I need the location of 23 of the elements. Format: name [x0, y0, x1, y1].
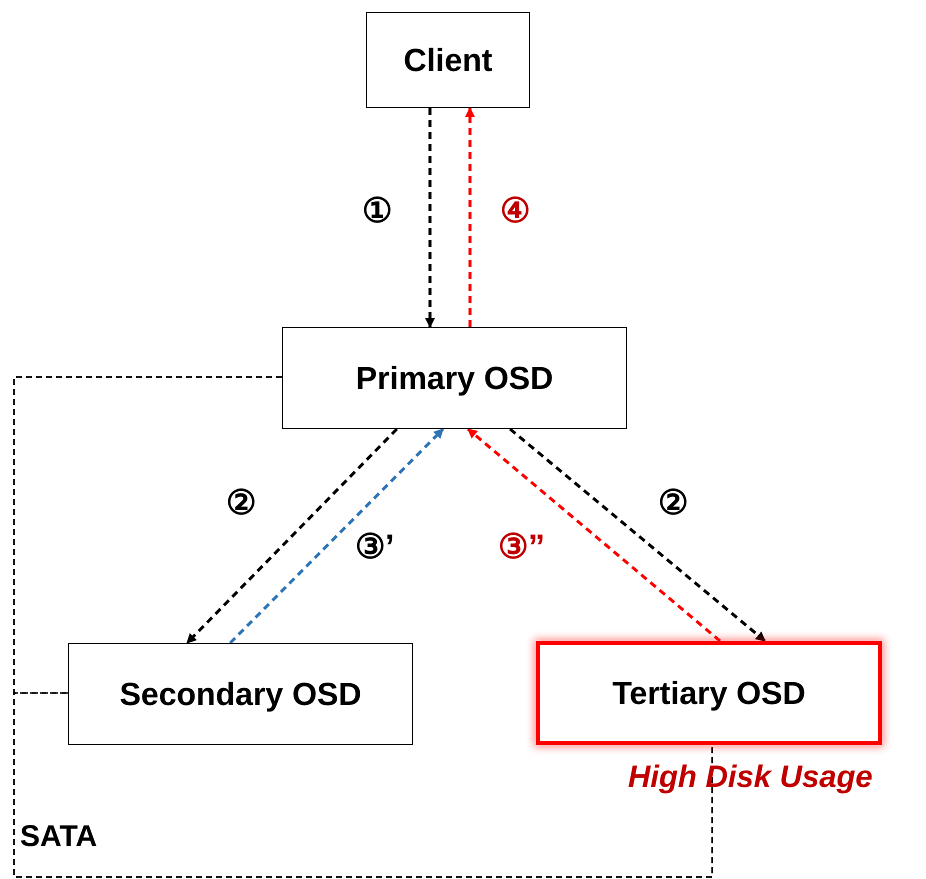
edge-label: ③” — [498, 530, 545, 564]
edge-label: ④ — [500, 194, 530, 228]
arrow — [464, 107, 475, 327]
connector-line — [13, 692, 713, 878]
edge-label: ③’ — [355, 530, 394, 564]
arrow — [186, 428, 398, 644]
edge-label: ① — [362, 194, 392, 228]
arrow — [229, 428, 444, 644]
node-label: Tertiary OSD — [612, 674, 806, 712]
arrow — [467, 428, 722, 642]
process-box — [366, 12, 530, 108]
arrow — [425, 108, 435, 328]
arrow — [509, 428, 766, 642]
process-box — [282, 327, 627, 429]
process-box — [68, 643, 413, 745]
edge-label: ② — [226, 486, 256, 520]
warning-note: High Disk Usage — [628, 759, 873, 795]
group-label: SATA — [20, 820, 98, 854]
connector-line — [13, 376, 282, 694]
node-label: Secondary OSD — [120, 676, 362, 712]
node-label: Primary OSD — [356, 360, 554, 396]
node-label: Client — [404, 42, 492, 78]
edge-label: ② — [658, 486, 688, 520]
